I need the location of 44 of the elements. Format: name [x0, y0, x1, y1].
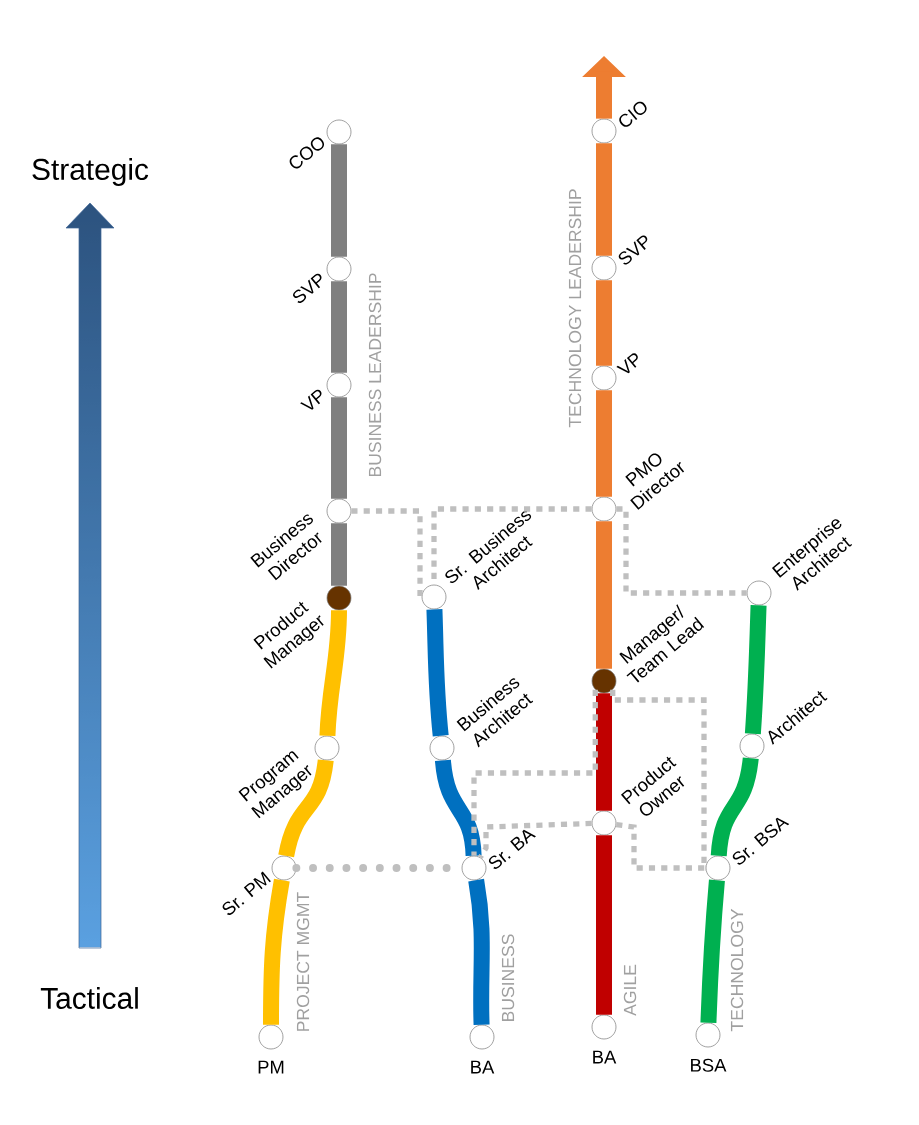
career-track-line — [468, 878, 490, 1025]
node-label: Sr. BA — [488, 829, 536, 869]
heading: Strategic — [32, 158, 149, 186]
connector-line — [478, 820, 592, 859]
track-label: BUSINESS LEADERSHIP — [368, 273, 382, 477]
node-label: Sr. PM — [222, 871, 271, 915]
node-label: Sr. BSA — [732, 817, 790, 865]
node-label: VP — [300, 389, 322, 410]
career-track-line — [331, 397, 347, 499]
career-track-line — [331, 144, 347, 257]
node-label: PM — [258, 1060, 284, 1074]
node-label: VP — [616, 353, 638, 374]
node-label: SVP — [618, 235, 648, 265]
career-track-line — [596, 143, 612, 256]
connector-line — [610, 689, 708, 871]
career-track-line — [434, 759, 482, 857]
career-track-line — [426, 609, 449, 737]
career-track-line — [278, 759, 334, 858]
career-track-line — [596, 835, 612, 1015]
heading: Tactical — [40, 987, 138, 1009]
node-label: SVP — [292, 273, 322, 303]
node-label: BA — [471, 1060, 495, 1074]
track-label: TECHNOLOGY LEADERSHIP — [568, 189, 582, 428]
career-track-line — [700, 879, 725, 1023]
career-track-line — [319, 610, 347, 737]
track-label: BUSINESS — [501, 934, 515, 1021]
career-track-line — [596, 390, 612, 497]
career-track-line — [596, 521, 612, 669]
career-track-line — [710, 757, 759, 857]
career-track-line — [331, 281, 347, 373]
career-track-line — [596, 693, 612, 811]
track-label: TECHNOLOGY — [730, 908, 744, 1032]
connector-line — [615, 822, 706, 871]
career-track-line — [744, 605, 767, 735]
track-label: AGILE — [623, 964, 637, 1016]
node-label: BSA — [691, 1058, 727, 1072]
connector-line — [616, 506, 747, 596]
career-track-line — [596, 280, 612, 366]
node-label: CIO — [619, 101, 647, 127]
career-track-line — [331, 523, 347, 586]
node-label: BA — [593, 1050, 617, 1064]
career-track-line — [263, 878, 290, 1025]
connector-line — [471, 689, 598, 856]
track-label: PROJECT MGMT — [296, 892, 310, 1031]
